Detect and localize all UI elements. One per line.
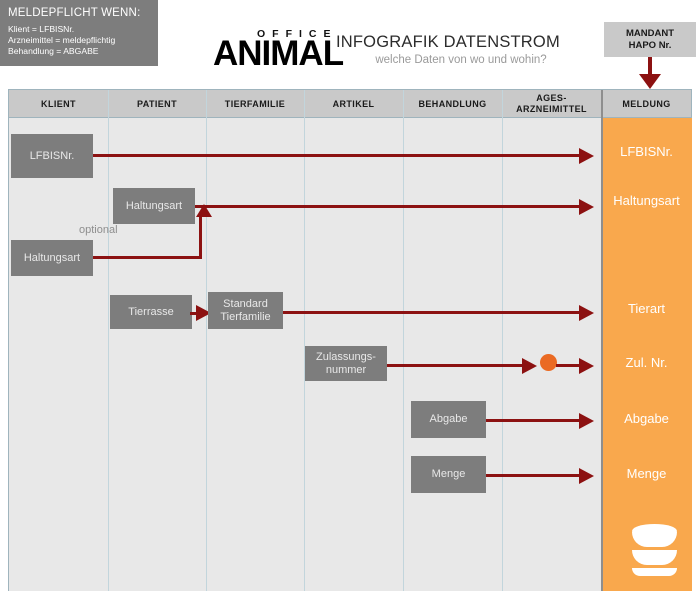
column-header-artikel: ARTIKEL xyxy=(332,98,375,109)
flow-line-zulnr-left xyxy=(387,364,524,367)
grid-divider-6 xyxy=(601,90,603,591)
node-tierrasse-label: Tierrasse xyxy=(128,305,174,318)
flow-arrow-lfbisnr-icon xyxy=(579,148,594,164)
mandant-text: MANDANT HAPO Nr. xyxy=(626,28,674,52)
node-standard-tierfamilie[interactable]: Standard Tierfamilie xyxy=(208,292,283,329)
database-icon-band-3 xyxy=(632,568,677,576)
mandant-line-1: MANDANT xyxy=(625,27,675,39)
grid-divider-3 xyxy=(304,90,305,591)
meldung-output-zulnr: Zul. Nr. xyxy=(625,355,668,370)
meldepflicht-infobox: MELDEPFLICHT WENN: Klient = LFBISNr. Arz… xyxy=(0,0,158,66)
animal-office-logo: OFFICE ANIMAL xyxy=(213,28,353,72)
column-header-behandlung: BEHANDLUNG xyxy=(418,98,487,109)
flow-arrow-zulnr-mid-icon xyxy=(522,358,537,374)
infobox-condition-2: Arzneimittel = meldepflichtig xyxy=(8,35,116,45)
grid-divider-5 xyxy=(502,90,503,591)
optional-label: optional xyxy=(79,224,118,236)
infobox-condition-3: Behandlung = ABGABE xyxy=(8,46,99,56)
mandant-arrow-head-icon xyxy=(639,74,661,89)
column-header-patient: PATIENT xyxy=(137,98,177,109)
flow-line-lfbisnr xyxy=(93,154,581,157)
node-lfbisnr-label: LFBISNr. xyxy=(29,149,75,162)
logo-animal-text: ANIMAL xyxy=(213,34,344,73)
database-icon-band-2 xyxy=(632,550,677,565)
grid-divider-2 xyxy=(206,90,207,591)
logo-office-text: OFFICE xyxy=(257,28,338,40)
flow-line-optional-horizontal xyxy=(93,256,202,259)
flow-arrow-menge-icon xyxy=(579,468,594,484)
flow-line-haltungsart xyxy=(195,205,581,208)
database-icon-band-1 xyxy=(632,532,677,547)
dataflow-grid: KLIENT PATIENT TIERFAMILIE ARTIKEL BEHAN… xyxy=(8,89,692,591)
meldung-output-abgabe: Abgabe xyxy=(624,411,669,426)
column-header-ages-line-2: ARZNEIMITTEL xyxy=(516,104,587,114)
node-zulassungsnummer-line-1: Zulassungs- xyxy=(316,350,376,363)
ages-lookup-node-icon xyxy=(540,354,557,371)
flow-arrow-tierrasse-icon xyxy=(196,305,211,321)
flow-arrow-haltungsart-icon xyxy=(579,199,594,215)
flow-line-tierart xyxy=(283,311,581,314)
meldung-output-menge: Menge xyxy=(626,466,667,481)
column-header-ages-arzneimittel: AGES- ARZNEIMITTEL xyxy=(502,90,601,118)
page-subtitle: welche Daten von wo und wohin? xyxy=(375,54,547,66)
page-title-block: INFOGRAFIK DATENSTROM welche Daten von w… xyxy=(336,33,586,66)
flow-arrow-tierart-icon xyxy=(579,305,594,321)
node-abgabe-label: Abgabe xyxy=(429,413,468,425)
flow-line-menge xyxy=(486,474,581,477)
flow-line-optional-vertical xyxy=(199,216,202,258)
column-header-band xyxy=(9,90,691,118)
grid-divider-1 xyxy=(108,90,109,591)
meldung-output-lfbisnr: LFBISNr. xyxy=(620,144,673,159)
flow-arrow-zulnr-icon xyxy=(579,358,594,374)
node-menge-label: Menge xyxy=(431,468,466,480)
mandant-arrow-stem xyxy=(648,57,652,76)
node-haltungsart-klient[interactable]: Haltungsart xyxy=(11,240,93,276)
grid-divider-4 xyxy=(403,90,404,591)
page-title: INFOGRAFIK DATENSTROM xyxy=(336,33,560,51)
flow-arrow-optional-icon xyxy=(196,204,212,217)
node-tierrasse[interactable]: Tierrasse xyxy=(110,295,192,329)
node-haltungsart-patient[interactable]: Haltungsart xyxy=(113,188,195,224)
infobox-condition-1: Klient = LFBISNr. xyxy=(8,24,75,34)
node-abgabe[interactable]: Abgabe xyxy=(411,401,486,438)
node-zulassungsnummer[interactable]: Zulassungs- nummer xyxy=(305,346,387,381)
column-header-tierfamilie: TIERFAMILIE xyxy=(224,98,286,109)
column-header-klient: KLIENT xyxy=(41,98,76,109)
meldung-output-tierart: Tierart xyxy=(627,301,666,316)
node-haltungsart-klient-label: Haltungsart xyxy=(23,251,81,264)
node-lfbisnr[interactable]: LFBISNr. xyxy=(11,134,93,178)
database-icon xyxy=(632,524,677,576)
node-standard-tierfamilie-line-2: Tierfamilie xyxy=(220,310,271,323)
mandant-box: MANDANT HAPO Nr. xyxy=(604,22,696,57)
meldung-output-haltungsart: Haltungsart xyxy=(613,193,680,208)
flow-line-abgabe xyxy=(486,419,581,422)
infobox-title: MELDEPFLICHT WENN: xyxy=(8,7,141,19)
node-haltungsart-patient-label: Haltungsart xyxy=(125,199,183,212)
flow-arrow-abgabe-icon xyxy=(579,413,594,429)
column-header-meldung: MELDUNG xyxy=(622,98,671,109)
flow-line-zulnr-right xyxy=(556,364,581,367)
mandant-line-2: HAPO Nr. xyxy=(628,39,672,51)
node-zulassungsnummer-line-2: nummer xyxy=(325,363,367,376)
column-header-ages-line-1: AGES- xyxy=(536,93,567,103)
meldung-column xyxy=(601,118,692,591)
node-menge[interactable]: Menge xyxy=(411,456,486,493)
node-standard-tierfamilie-line-1: Standard xyxy=(223,297,268,310)
